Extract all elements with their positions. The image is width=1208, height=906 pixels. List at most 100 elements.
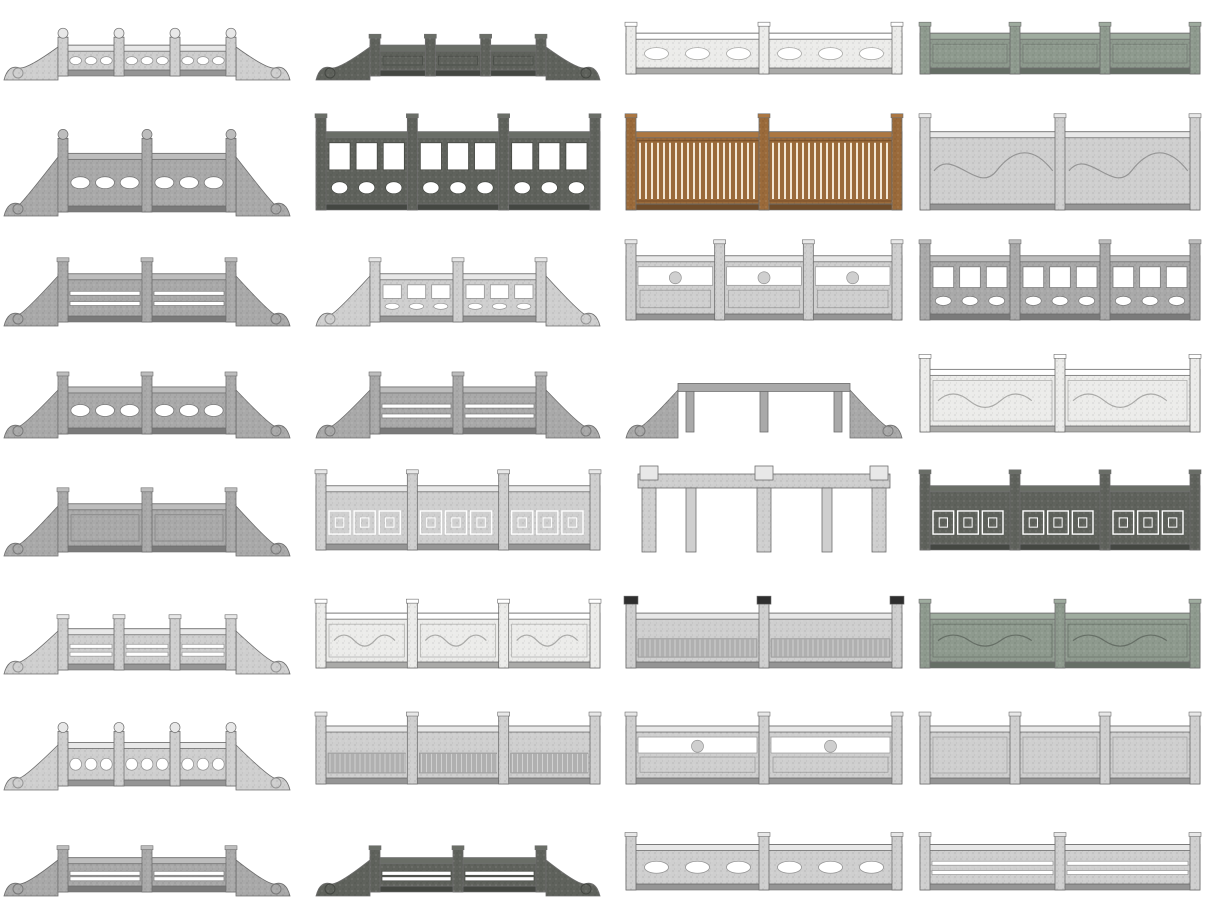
slot-opening xyxy=(181,643,225,649)
base-plinth xyxy=(919,67,1201,75)
stone-texture xyxy=(4,506,58,556)
stone-texture xyxy=(170,731,180,786)
stone-texture xyxy=(546,47,600,80)
stone-texture xyxy=(114,731,124,786)
scroll-curl xyxy=(580,883,592,895)
stone-texture xyxy=(316,613,600,662)
balustrade-model[interactable] xyxy=(314,711,602,785)
stone-texture xyxy=(1055,357,1065,432)
stone-texture xyxy=(142,138,152,212)
post-cap xyxy=(368,371,382,377)
balustrade-model[interactable] xyxy=(918,21,1202,75)
stone-texture xyxy=(1100,715,1110,784)
post-cap xyxy=(368,845,382,851)
balustrade-model[interactable] xyxy=(918,113,1202,211)
balustrade-model[interactable] xyxy=(315,33,601,81)
balustrade-model[interactable] xyxy=(918,354,1202,433)
scroll-curl xyxy=(580,67,592,79)
carved-relief xyxy=(333,634,396,647)
balustrade-model[interactable] xyxy=(918,832,1202,891)
stone-texture xyxy=(236,631,290,674)
carved-frame xyxy=(1067,380,1188,422)
stone-texture xyxy=(759,116,769,210)
balustrade-model[interactable] xyxy=(314,469,602,551)
carved-relief xyxy=(937,634,1033,647)
balustrade-model[interactable] xyxy=(3,722,291,791)
panel-opening xyxy=(419,142,442,171)
balustrade-model[interactable] xyxy=(3,845,291,897)
post-cap xyxy=(406,598,419,604)
stone-texture xyxy=(638,474,890,488)
balustrade-model[interactable] xyxy=(623,595,905,669)
balustrade-model[interactable] xyxy=(624,832,904,891)
balustrade-model[interactable] xyxy=(3,371,291,439)
pillar xyxy=(685,391,695,433)
fret-motif xyxy=(334,517,345,528)
stone-texture xyxy=(626,242,636,320)
pillar-cap xyxy=(869,465,889,481)
scroll-curl xyxy=(270,661,282,673)
base-plinth xyxy=(57,69,237,77)
scroll-curl xyxy=(12,661,24,673)
fret-motif xyxy=(378,510,402,535)
scroll-curl xyxy=(270,313,282,325)
oval-opening xyxy=(384,302,400,310)
balustrade-model[interactable] xyxy=(624,21,904,75)
post-cap xyxy=(1053,598,1067,604)
panel-opening xyxy=(447,142,469,171)
balustrade-model[interactable] xyxy=(315,371,601,439)
stone-texture xyxy=(626,116,636,210)
scroll-curl xyxy=(580,313,592,325)
balustrade-model[interactable] xyxy=(625,383,903,439)
stone-texture xyxy=(803,242,814,320)
base-plinth xyxy=(315,203,601,211)
plain-panel xyxy=(154,514,224,542)
balustrade-model[interactable] xyxy=(918,239,1202,321)
stone-texture xyxy=(58,260,68,322)
cloud-knob xyxy=(846,271,860,285)
balustrade-model[interactable] xyxy=(315,257,601,327)
balustrade-model[interactable] xyxy=(624,239,904,321)
post-cap xyxy=(1008,21,1022,27)
balustrade-model[interactable] xyxy=(3,129,291,217)
balustrade-model[interactable] xyxy=(918,711,1202,785)
balustrade-model[interactable] xyxy=(918,469,1202,551)
balustrade-model[interactable] xyxy=(314,598,602,669)
balustrade-model[interactable] xyxy=(315,845,601,897)
balustrade-model[interactable] xyxy=(918,598,1202,669)
balustrade-model[interactable] xyxy=(637,465,891,553)
stone-texture xyxy=(453,848,463,892)
balustrade-model[interactable] xyxy=(3,614,291,675)
scroll-curl xyxy=(12,67,24,79)
panel-opening xyxy=(382,142,405,171)
balustrade-model[interactable] xyxy=(624,113,904,211)
stone-texture xyxy=(1055,602,1065,668)
stone-texture xyxy=(1010,242,1020,320)
balustrade-model[interactable] xyxy=(624,711,904,785)
carved-frame xyxy=(932,380,1053,422)
lantern-cap xyxy=(889,595,905,605)
post-cap xyxy=(1008,239,1022,245)
balustrade-model[interactable] xyxy=(3,257,291,327)
oval-opening xyxy=(540,181,558,195)
panel-opening xyxy=(565,142,588,171)
panel-opening xyxy=(465,284,485,299)
post-finial xyxy=(57,27,69,39)
scroll-curl xyxy=(12,883,24,895)
scroll-curl xyxy=(324,67,336,79)
oval-opening xyxy=(685,47,710,60)
stone-texture xyxy=(4,860,58,896)
stone-texture xyxy=(759,25,769,74)
oval-opening xyxy=(140,757,154,771)
stone-texture xyxy=(920,357,930,432)
oval-opening xyxy=(179,176,199,190)
balustrade-model[interactable] xyxy=(3,487,291,557)
oval-opening xyxy=(409,302,424,310)
balustrade-model[interactable] xyxy=(314,113,602,211)
base-plinth xyxy=(315,543,601,551)
balustrade-model[interactable] xyxy=(3,27,291,81)
stone-texture xyxy=(226,138,236,212)
fret-motif xyxy=(1136,510,1160,535)
stone-texture xyxy=(170,617,180,670)
post-cap xyxy=(890,21,904,27)
